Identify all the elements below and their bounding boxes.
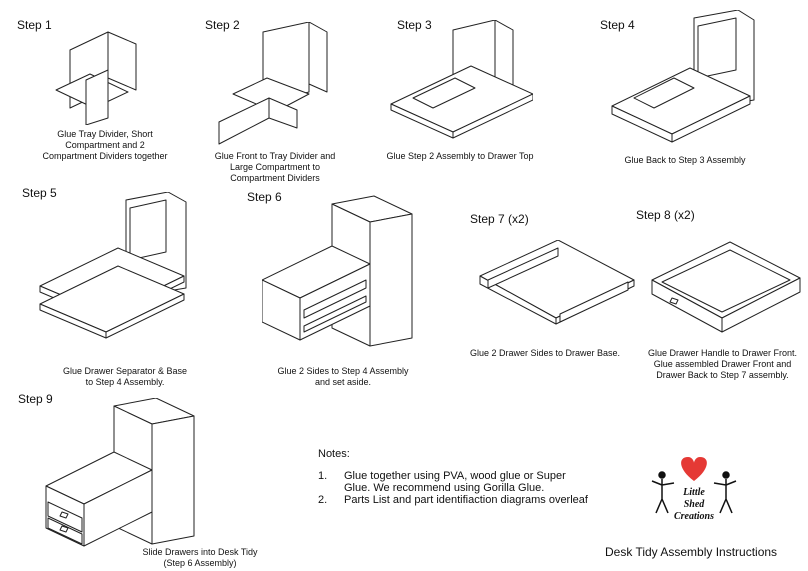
- step-2-caption: Glue Front to Tray Divider and Large Com…: [200, 151, 350, 184]
- step-9-title: Step 9: [18, 392, 53, 406]
- step-4-title: Step 4: [600, 18, 635, 32]
- step-5-diagram: [38, 192, 198, 342]
- caption-line: Glue Tray Divider, Short: [57, 129, 153, 139]
- caption-line: Glue Back to Step 3 Assembly: [624, 155, 746, 165]
- caption-line: Compartment Dividers together: [42, 151, 168, 161]
- step-6-diagram: [262, 190, 422, 360]
- step-7-title: Step 7 (x2): [470, 212, 529, 226]
- caption-line: Glue assembled Drawer Front and: [653, 359, 792, 369]
- notes-section: Notes: 1. Glue together using PVA, wood …: [318, 448, 594, 506]
- note-number: 1.: [318, 470, 328, 482]
- logo-line: Shed: [684, 499, 706, 510]
- step-1-title: Step 1: [17, 18, 52, 32]
- caption-line: and set aside.: [314, 377, 372, 387]
- caption-line: Large Compartment to: [229, 162, 321, 172]
- note-number: 2.: [318, 494, 328, 506]
- caption-line: to Step 4 Assembly.: [85, 377, 165, 387]
- logo-line: Creations: [674, 511, 714, 522]
- step-3-title: Step 3: [397, 18, 432, 32]
- notes-title: Notes:: [318, 448, 350, 460]
- note-item: 1. Glue together using PVA, wood glue or…: [318, 470, 594, 494]
- caption-line: Glue Front to Tray Divider and: [214, 151, 336, 161]
- heart-icon: [681, 457, 707, 481]
- document-title: Desk Tidy Assembly Instructions: [605, 545, 778, 559]
- step-5-caption: Glue Drawer Separator & Base to Step 4 A…: [40, 366, 210, 388]
- caption-line: (Step 6 Assembly): [163, 558, 237, 568]
- caption-line: Glue Drawer Handle to Drawer Front.: [647, 348, 798, 358]
- step-2-title: Step 2: [205, 18, 240, 32]
- step-1-caption: Glue Tray Divider, Short Compartment and…: [30, 129, 180, 162]
- logo-line: Little: [682, 487, 705, 498]
- step-1-diagram: [48, 20, 158, 125]
- step-9-caption: Slide Drawers into Desk Tidy (Step 6 Ass…: [125, 547, 275, 569]
- step-6-title: Step 6: [247, 190, 282, 204]
- step-7-caption: Glue 2 Drawer Sides to Drawer Base.: [455, 348, 635, 359]
- caption-line: Glue 2 Sides to Step 4 Assembly: [277, 366, 409, 376]
- note-text: Parts List and part identifiaction diagr…: [344, 494, 588, 506]
- note-item: 2. Parts List and part identifiaction di…: [318, 494, 594, 506]
- step-2-diagram: [205, 22, 335, 147]
- caption-line: Compartment and 2: [65, 140, 145, 150]
- caption-line: Glue Step 2 Assembly to Drawer Top: [386, 151, 534, 161]
- step-6-caption: Glue 2 Sides to Step 4 Assembly and set …: [258, 366, 428, 388]
- step-3-diagram: [383, 20, 533, 140]
- caption-line: Glue Drawer Separator & Base: [62, 366, 188, 376]
- caption-line: Slide Drawers into Desk Tidy: [142, 547, 258, 557]
- step-9-diagram: [44, 398, 219, 548]
- step-3-caption: Glue Step 2 Assembly to Drawer Top: [375, 151, 545, 162]
- step-8-diagram: [648, 240, 803, 335]
- note-text: Glue together using PVA, wood glue or Su…: [344, 470, 566, 494]
- step-5-title: Step 5: [22, 186, 57, 200]
- little-shed-creations-logo: Little Shed Creations: [648, 455, 740, 535]
- step-8-caption: Glue Drawer Handle to Drawer Front. Glue…: [635, 348, 808, 381]
- caption-line: Glue 2 Drawer Sides to Drawer Base.: [469, 348, 621, 358]
- caption-line: Drawer Back to Step 7 assembly.: [656, 370, 789, 380]
- step-7-diagram: [478, 240, 638, 325]
- caption-line: Compartment Dividers: [230, 173, 320, 183]
- step-8-title: Step 8 (x2): [636, 208, 695, 222]
- step-4-caption: Glue Back to Step 3 Assembly: [600, 155, 770, 166]
- step-4-diagram: [608, 10, 758, 145]
